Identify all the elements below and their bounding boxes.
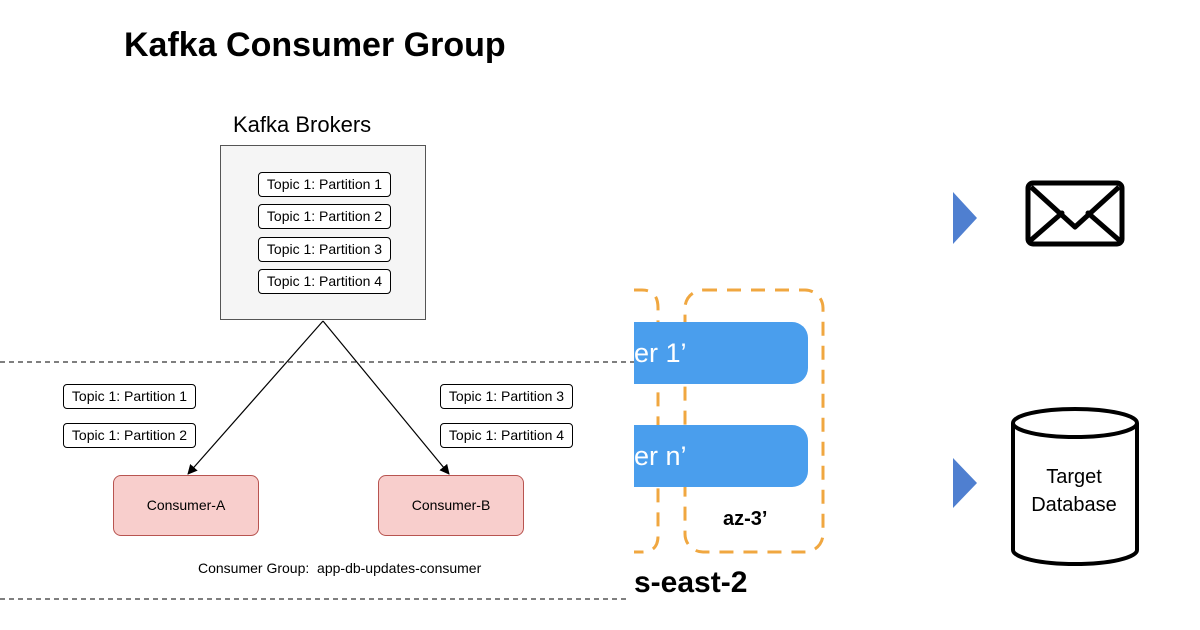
consumer-a-partition-1: Topic 1: Partition 1 <box>63 384 196 409</box>
database-label-line-1: Target <box>1046 466 1102 488</box>
database-cylinder-icon <box>1011 407 1139 566</box>
az-dashed-container-left <box>634 288 660 554</box>
consumer-b-box: Consumer-B <box>378 475 524 536</box>
consumer-a-box: Consumer-A <box>113 475 259 536</box>
consumer-b-partition-4: Topic 1: Partition 4 <box>440 423 573 448</box>
triangle-right-icon <box>953 192 977 244</box>
page-title: Kafka Consumer Group <box>124 26 506 64</box>
region-label: s-east-2 <box>634 566 748 599</box>
brokers-label: Kafka Brokers <box>233 112 372 137</box>
consumer-pill-n: er n’ <box>634 425 808 487</box>
consumer-b-partition-3: Topic 1: Partition 3 <box>440 384 573 409</box>
database-label: Target Database <box>1012 463 1136 519</box>
triangle-right-icon <box>953 458 977 508</box>
database-label-line-2: Database <box>1031 494 1117 516</box>
consumer-pill-1: er 1’ <box>634 322 808 384</box>
envelope-icon <box>1025 180 1125 247</box>
arrow-to-consumer-b <box>322 320 450 475</box>
broker-partition-1: Topic 1: Partition 1 <box>258 172 391 197</box>
az-label: az-3’ <box>723 508 768 530</box>
consumer-a-partition-2: Topic 1: Partition 2 <box>63 423 196 448</box>
consumer-group-label: Consumer Group: app-db-updates-consumer <box>198 560 482 576</box>
broker-partition-3: Topic 1: Partition 3 <box>258 237 391 262</box>
arrow-to-consumer-a <box>187 320 324 475</box>
broker-partition-2: Topic 1: Partition 2 <box>258 204 391 229</box>
az-dashed-container-right <box>683 288 825 554</box>
broker-partition-4: Topic 1: Partition 4 <box>258 269 391 294</box>
